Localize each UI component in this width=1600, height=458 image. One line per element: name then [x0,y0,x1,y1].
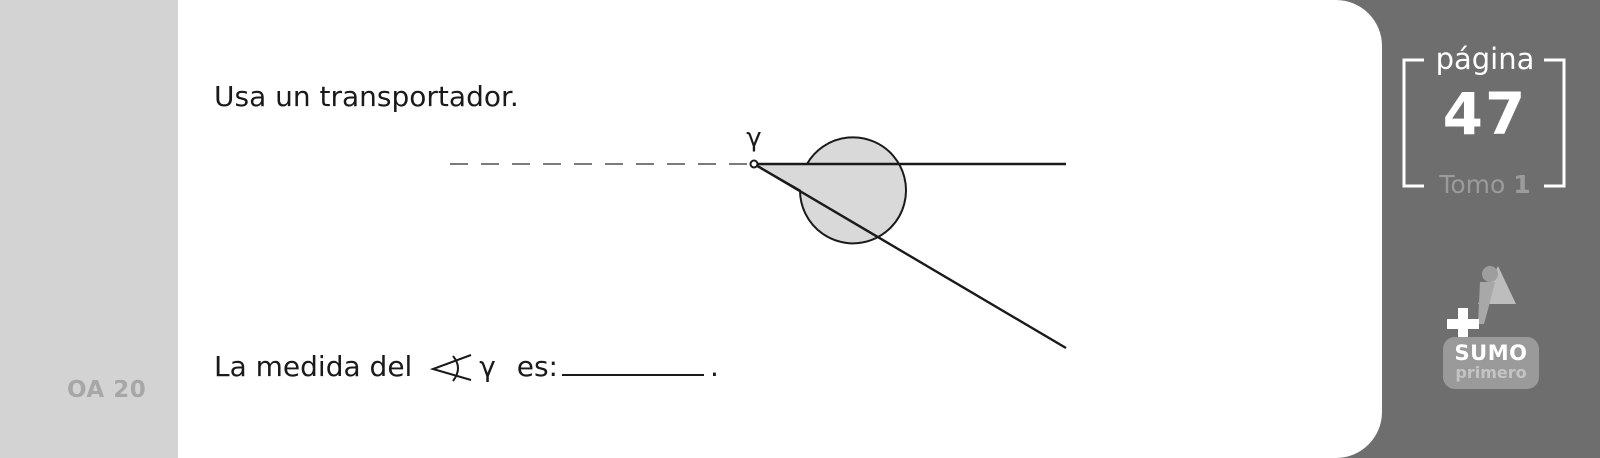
question-suffix: es: [516,350,558,383]
angle-shaded-region [750,136,907,245]
question-angle-name: γ [479,350,496,383]
tomo-word: Tomo [1439,170,1506,199]
answer-blank[interactable] [561,350,704,376]
tomo-number: 1 [1513,170,1531,199]
page-bracket-frame [1402,58,1566,188]
angle-ray-diagonal [753,162,1067,350]
sumo-primero-logo: SUMO primero [1443,337,1539,389]
worksheet-card [178,0,1382,458]
angle-symbol-icon [430,354,472,382]
instruction-text: Usa un transportador. [214,80,519,113]
tomo-label: Tomo 1 [1420,170,1550,199]
pagina-label: página [1435,42,1535,76]
angle-label: γ [746,123,761,153]
angle-vertex [749,159,759,169]
left-margin-band [0,0,178,458]
question-period: . [709,350,719,383]
learning-objective-code: OA 20 [67,377,147,403]
sumo-primero-logo-icon [1447,266,1516,340]
question-prefix: La medida del [214,350,413,383]
logo-line2: primero [1455,363,1527,382]
question-text: La medida del γ es:. [214,350,719,383]
page-number: 47 [1442,80,1528,148]
logo-line1: SUMO [1454,341,1528,365]
